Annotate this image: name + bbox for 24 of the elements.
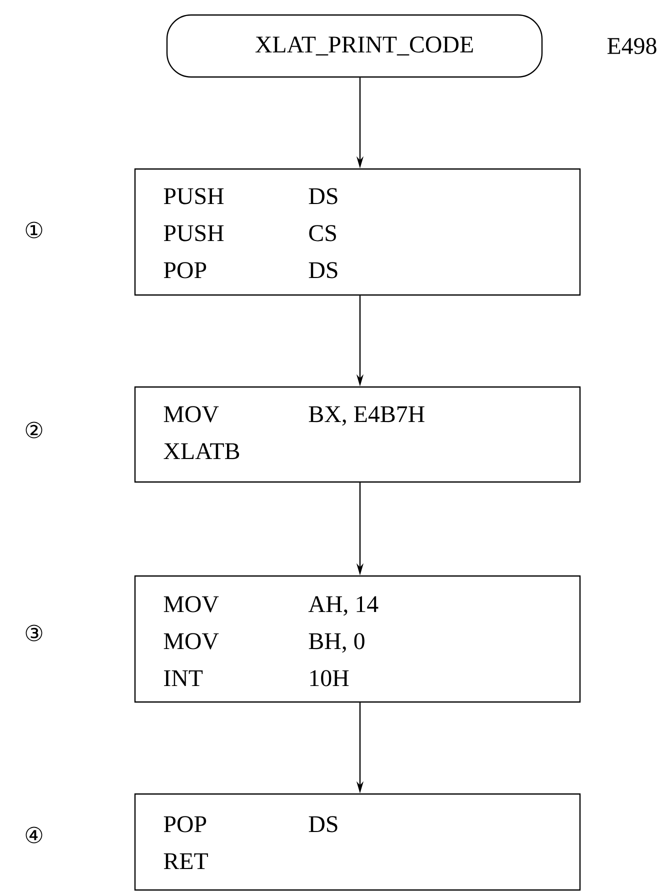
- step-number: ①: [26, 222, 42, 238]
- step-number: ②: [26, 422, 42, 438]
- code-text: DS: [308, 816, 338, 832]
- code-text: 10H: [310, 670, 349, 686]
- code-text: RET: [164, 853, 208, 869]
- code-text: POP: [164, 816, 206, 832]
- step-number: ④: [26, 826, 42, 844]
- code-text: AH, 14: [308, 596, 378, 616]
- code-text: XLATB: [164, 443, 240, 460]
- code-text: BX, E4B7H: [308, 406, 424, 426]
- code-text: MOV: [164, 633, 219, 650]
- node-title: XLAT_PRINT_CODE: [255, 36, 473, 56]
- step-number: ③: [26, 624, 42, 642]
- code-text: MOV: [164, 596, 219, 612]
- code-text: PUSH: [164, 188, 224, 204]
- code-text: BH, 0: [308, 633, 364, 653]
- code-text: DS: [308, 262, 338, 278]
- code-text: MOV: [164, 406, 219, 422]
- code-text: PUSH: [164, 225, 224, 242]
- code-text: INT: [164, 670, 203, 686]
- code-text: DS: [308, 188, 338, 204]
- code-text: POP: [164, 262, 206, 278]
- code-text: CS: [309, 225, 336, 242]
- address-label: E498: [607, 38, 656, 54]
